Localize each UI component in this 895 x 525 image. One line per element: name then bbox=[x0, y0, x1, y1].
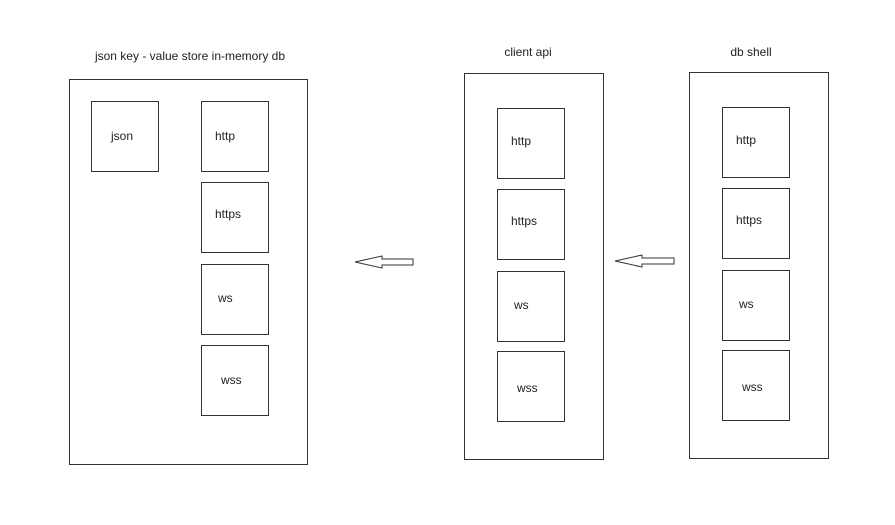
left-arrow-icon bbox=[614, 254, 675, 268]
client-http-box: http bbox=[497, 108, 565, 179]
shell-https-label: https bbox=[736, 213, 763, 227]
db-container: json http https ws wss bbox=[69, 79, 308, 465]
db-wss-box: wss bbox=[201, 345, 269, 416]
shell-wss-label: wss bbox=[742, 380, 763, 394]
client-http-label: http bbox=[511, 134, 532, 148]
client-wss-label: wss bbox=[517, 381, 538, 395]
shell-http-label: http bbox=[736, 133, 757, 147]
client-api-container: http https ws wss bbox=[464, 73, 604, 460]
shell-ws-label: ws bbox=[739, 297, 754, 311]
client-api-title: client api bbox=[504, 45, 552, 59]
client-https-box: https bbox=[497, 189, 565, 260]
client-wss-box: wss bbox=[497, 351, 565, 422]
shell-https-box: https bbox=[722, 188, 790, 259]
db-https-box: https bbox=[201, 182, 269, 253]
db-ws-box: ws bbox=[201, 264, 269, 335]
shell-ws-box: ws bbox=[722, 270, 790, 341]
db-shell-title: db shell bbox=[730, 45, 772, 59]
db-https-label: https bbox=[215, 207, 242, 221]
shell-wss-box: wss bbox=[722, 350, 790, 421]
db-wss-label: wss bbox=[221, 373, 242, 387]
db-shell-container: http https ws wss bbox=[689, 72, 829, 459]
db-title: json key - value store in-memory db bbox=[94, 49, 286, 63]
db-http-label: http bbox=[215, 129, 236, 143]
json-label: json bbox=[111, 129, 134, 143]
db-http-box: http bbox=[201, 101, 269, 172]
db-ws-label: ws bbox=[218, 291, 233, 305]
shell-http-box: http bbox=[722, 107, 790, 178]
client-https-label: https bbox=[511, 214, 538, 228]
client-ws-box: ws bbox=[497, 271, 565, 342]
json-box: json bbox=[91, 101, 159, 172]
client-ws-label: ws bbox=[514, 298, 529, 312]
left-arrow-icon bbox=[354, 255, 414, 269]
